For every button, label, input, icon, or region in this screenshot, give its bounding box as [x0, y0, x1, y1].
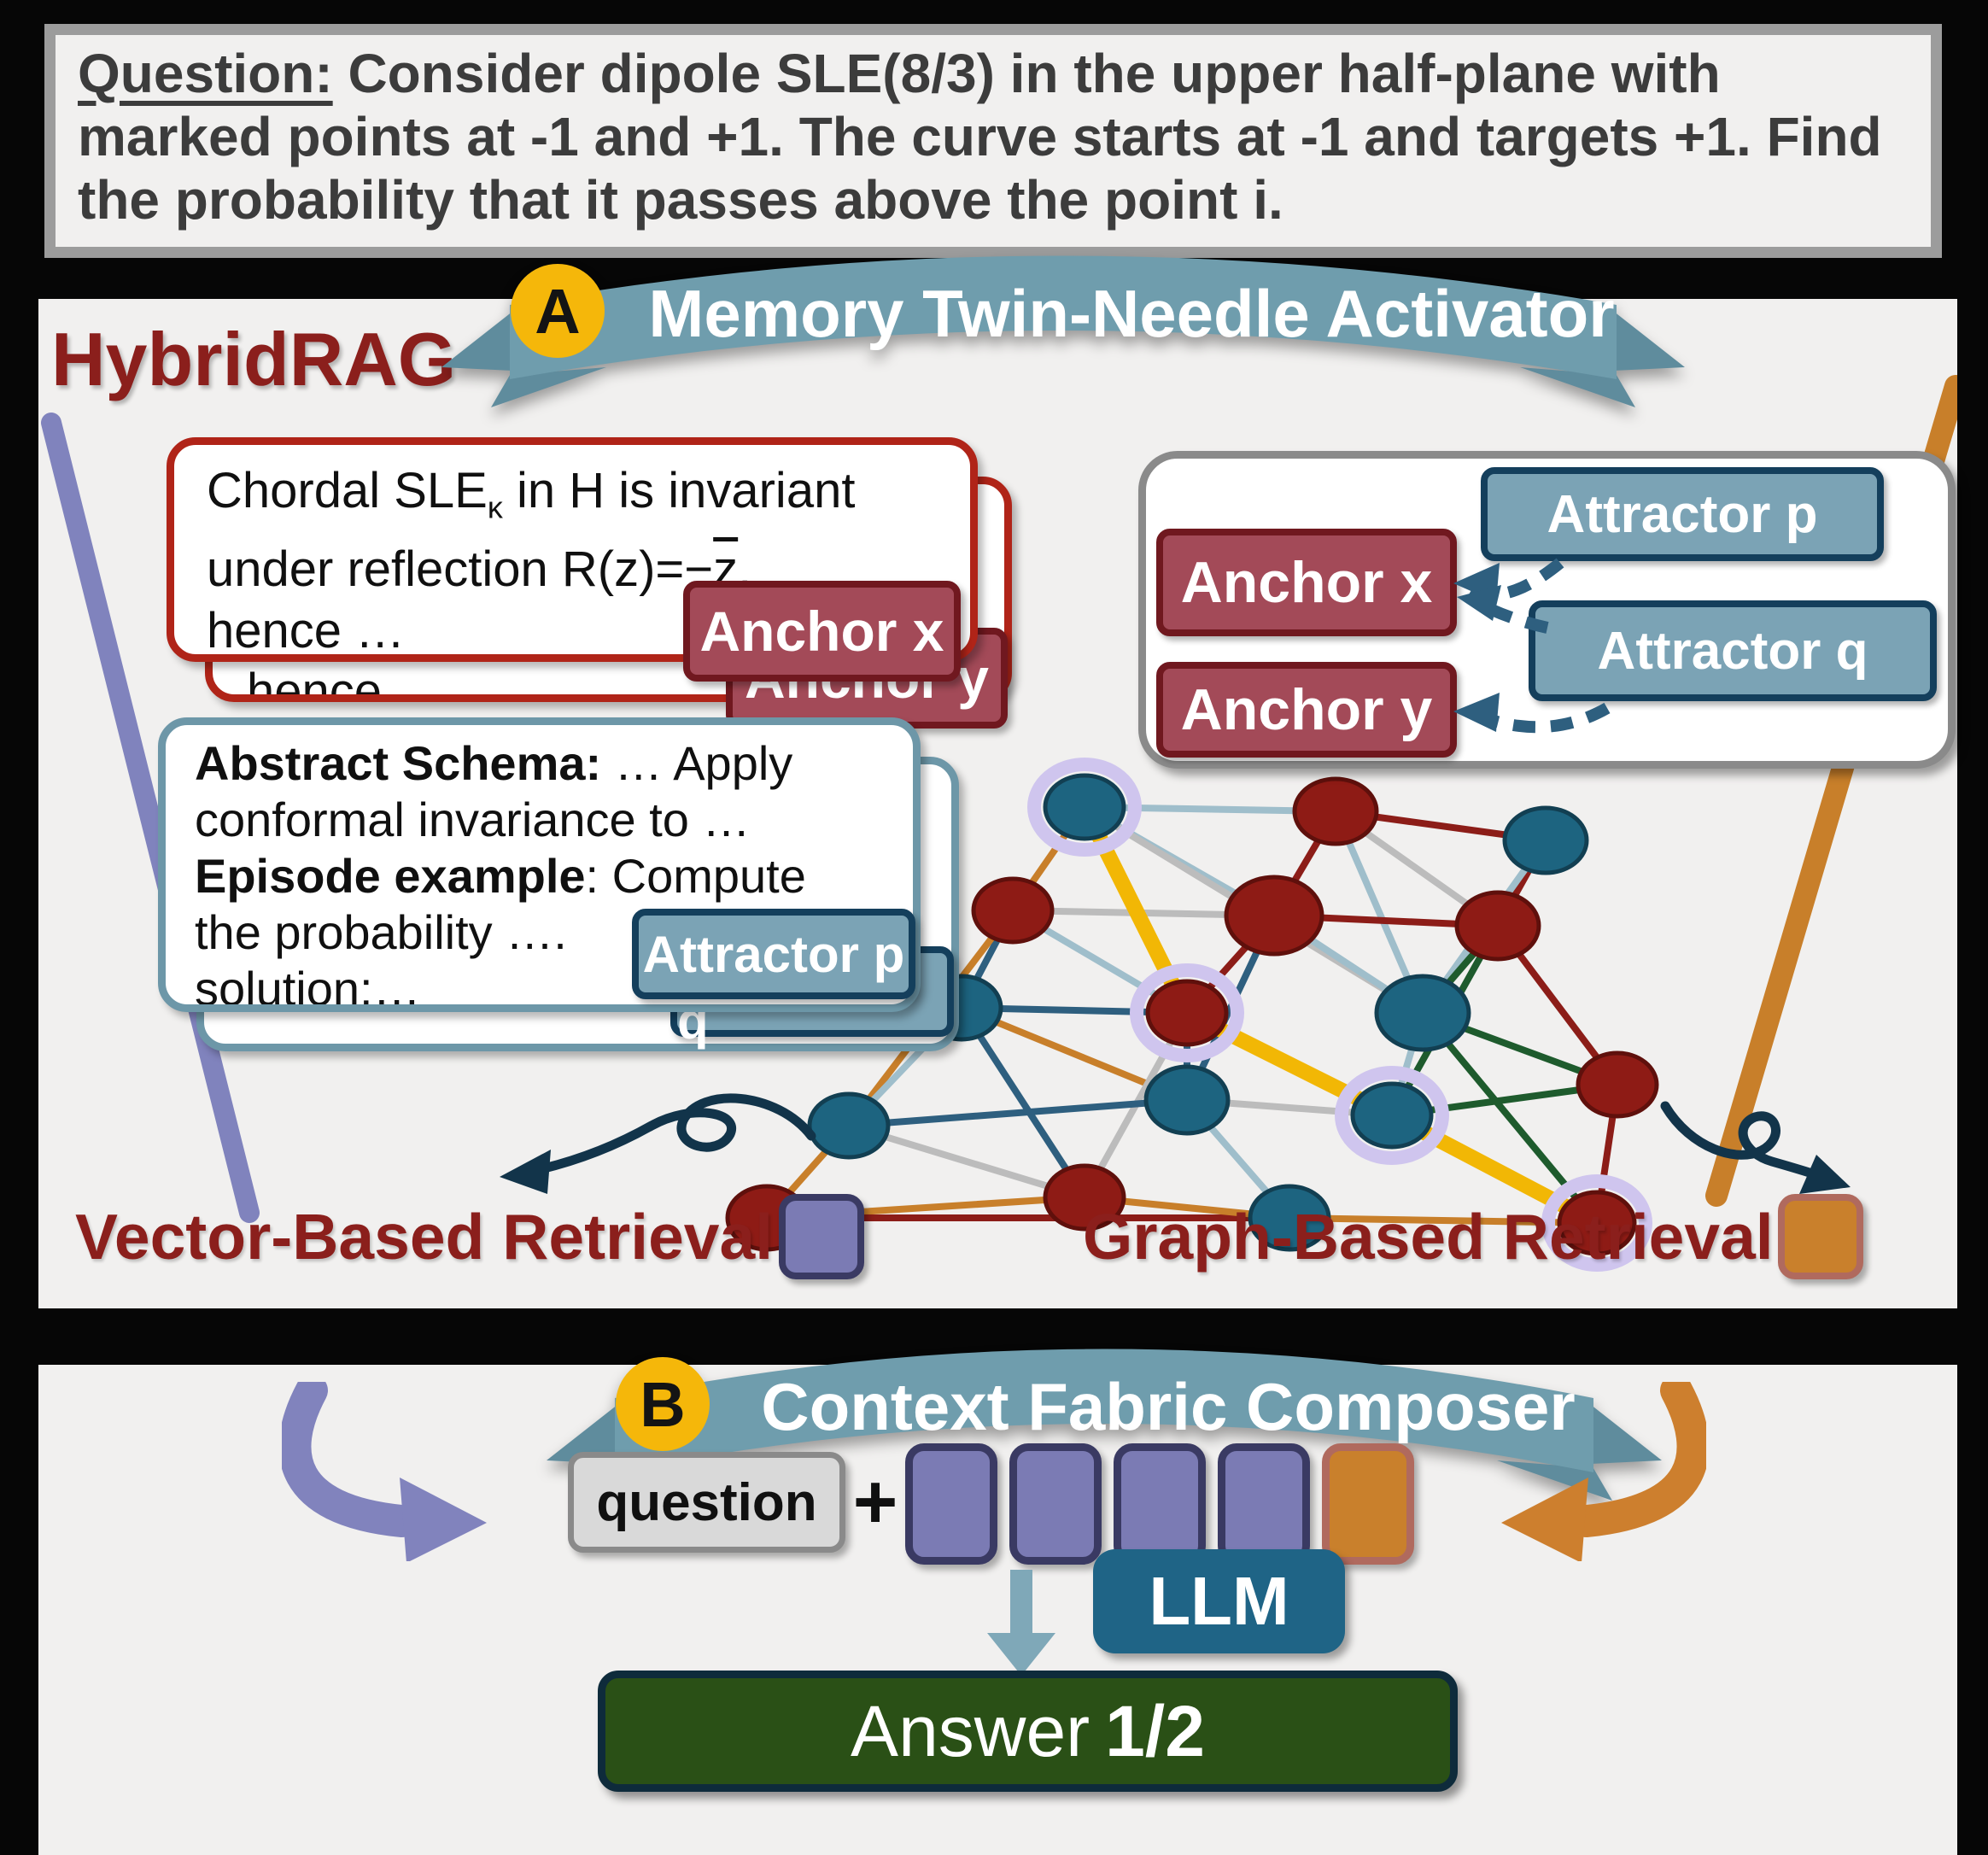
- framework-title: HybridRAG: [51, 317, 457, 401]
- ribbon-band-icon: [510, 255, 1617, 379]
- context-token-orange: [1322, 1443, 1414, 1565]
- question-token: question: [568, 1452, 845, 1553]
- legend-anchor-x: Anchor x: [1156, 529, 1457, 636]
- vector-retrieval-swatch-icon: [779, 1194, 864, 1279]
- graph-retrieval-label: Graph-Based Retrieval: [1083, 1201, 1774, 1273]
- vector-retrieval-label: Vector-Based Retrieval: [75, 1201, 774, 1273]
- anchor-attractor-map: Attractor p Anchor x Attractor q Anchor …: [1138, 451, 1956, 769]
- plus-sign: +: [852, 1459, 898, 1545]
- anchor-x-card-badge: Anchor x: [683, 581, 961, 682]
- banner-context-fabric-composer: B Context Fabric Composer: [536, 1317, 1672, 1501]
- answer-value: 1/2: [1105, 1690, 1205, 1771]
- answer-box: Answer 1/2: [598, 1671, 1458, 1792]
- answer-prefix: Answer: [851, 1690, 1090, 1771]
- question-label: Question:: [78, 43, 333, 104]
- legend-attractor-p: Attractor p: [1481, 467, 1884, 561]
- attractor-p-card-badge: Attractor p: [632, 909, 915, 999]
- context-token-purple: [1218, 1443, 1310, 1565]
- step-a-badge: A: [535, 276, 580, 347]
- question-box: Question: Consider dipole SLE(8/3) in th…: [44, 24, 1942, 258]
- step-badge-circle-icon: [616, 1357, 710, 1451]
- legend-attractor-q: Attractor q: [1529, 600, 1937, 701]
- graph-retrieval-swatch-icon: [1778, 1194, 1863, 1279]
- memory-card-schema: Abstract Schema: … Apply conformal invar…: [158, 717, 921, 1012]
- ribbon-band-icon: [615, 1349, 1593, 1472]
- banner-b-title: Context Fabric Composer: [761, 1369, 1575, 1444]
- step-badge-circle-icon: [511, 264, 605, 358]
- ribbon-tail-right-icon: [1520, 305, 1685, 407]
- context-token-purple: [905, 1443, 997, 1565]
- legend-anchor-y: Anchor y: [1156, 662, 1457, 758]
- ribbon-tail-left-icon: [441, 305, 606, 407]
- context-token-strip: [905, 1443, 1414, 1565]
- context-token-purple: [1114, 1443, 1206, 1565]
- banner-a-title: Memory Twin-Needle Activator: [648, 276, 1614, 351]
- step-b-badge: B: [640, 1369, 685, 1440]
- question-text: Consider dipole SLE(8/3) in the upper ha…: [78, 43, 1882, 231]
- context-token-purple: [1009, 1443, 1102, 1565]
- llm-box: LLM: [1093, 1549, 1345, 1653]
- banner-memory-twin-needle-activator: A Memory Twin-Needle Activator: [431, 224, 1695, 412]
